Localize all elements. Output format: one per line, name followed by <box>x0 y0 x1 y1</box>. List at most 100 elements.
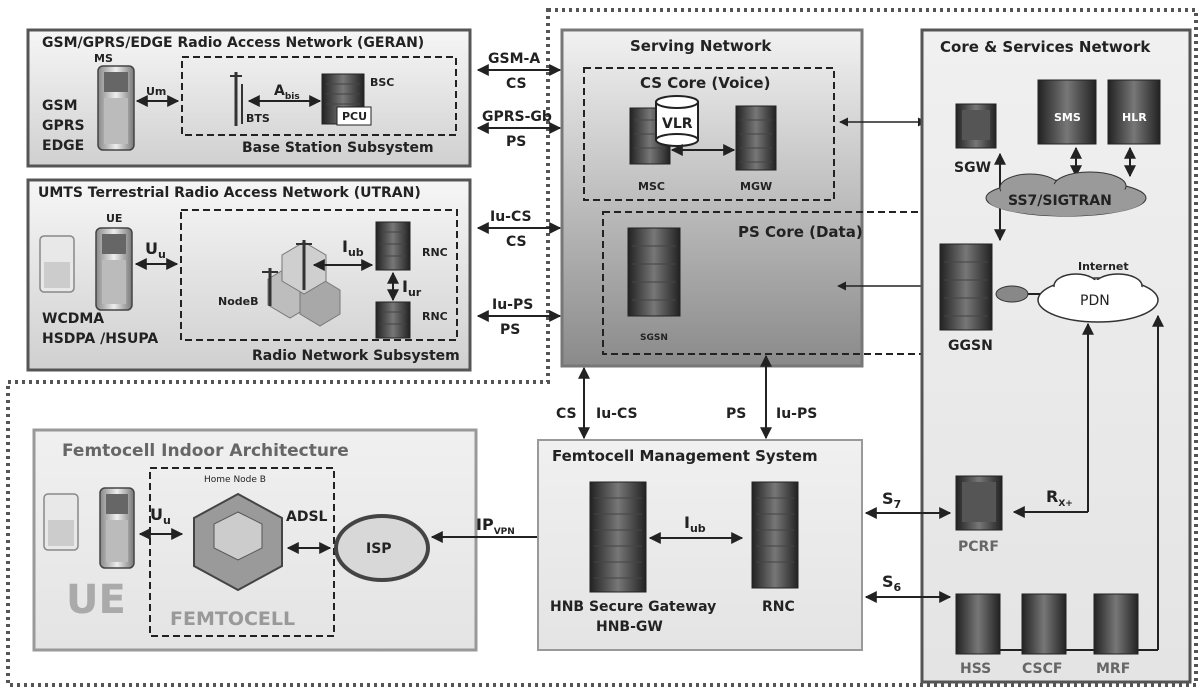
iu-ps-label: Iu-PS <box>492 297 533 313</box>
iur-sub: ur <box>408 286 422 299</box>
mrf-server-icon <box>1093 593 1139 655</box>
utran-tech-hsdpa: HSDPA /HSUPA <box>42 331 158 347</box>
hnbgw-label-2: HNB-GW <box>596 619 663 635</box>
rx-sub: X+ <box>1058 499 1072 509</box>
um-label: Um <box>146 85 166 98</box>
utran-panel: UMTS Terrestrial Radio Access Network (U… <box>26 178 472 372</box>
iub-sub: ub <box>348 246 364 259</box>
abis-sub: bis <box>285 92 300 102</box>
ue-phone-icon <box>95 227 133 311</box>
femto-phone-icon <box>99 487 135 569</box>
pcu-label: PCU <box>342 110 367 123</box>
ss7-label: SS7/SIGTRAN <box>1008 193 1112 209</box>
rnc1-label: RNC <box>422 246 448 259</box>
cscf-server-icon <box>1021 593 1067 655</box>
hlr-server-icon <box>1107 79 1161 145</box>
svg-text:S7: S7 <box>882 489 901 511</box>
rns-label: Radio Network Subsystem <box>252 348 460 364</box>
femtocell-panel: Femtocell Indoor Architecture Home Node … <box>32 428 478 652</box>
uu-sub: u <box>158 248 166 261</box>
adsl-label: ADSL <box>286 509 328 525</box>
svg-text:Abis: Abis <box>274 83 300 102</box>
sgsn-server-icon <box>627 227 681 317</box>
bsc-label: BSC <box>370 76 394 89</box>
pcrf-server-icon <box>955 475 1003 531</box>
cs-core-box <box>583 67 835 201</box>
svg-text:Iur: Iur <box>402 277 422 299</box>
sgsn-label: SGSN <box>640 333 668 343</box>
femto-flip-phone-icon <box>43 493 79 551</box>
svg-text:S6: S6 <box>882 572 902 594</box>
abis-label: A <box>274 83 285 99</box>
sms-label: SMS <box>1054 111 1081 124</box>
ip-label: IP <box>476 515 494 534</box>
hnbgw-label-1: HNB Secure Gateway <box>550 599 716 615</box>
sms-server-icon <box>1037 79 1097 145</box>
iub-label: I <box>342 237 348 256</box>
pdn-cloud-icon <box>1037 273 1159 323</box>
iu-cs2-label: Iu-CS <box>596 406 638 422</box>
femto-uu-label: U <box>150 505 163 524</box>
fms-rnc-label: RNC <box>762 599 795 615</box>
svg-text:RX+: RX+ <box>1046 487 1073 509</box>
uu-label: U <box>145 239 158 258</box>
mrf-label: MRF <box>1096 661 1130 677</box>
mgw-label: MGW <box>740 180 772 193</box>
femto-ue-label: UE <box>66 577 126 623</box>
iu-ps2-label: Iu-PS <box>776 406 817 422</box>
bss-label: Base Station Subsystem <box>242 140 434 156</box>
vlr-database-icon <box>655 95 699 147</box>
fms-rnc-server-icon <box>751 481 799 589</box>
pcu-box <box>336 106 372 126</box>
ps1-label: PS <box>506 134 526 150</box>
geran-tech-gsm: GSM <box>42 98 78 114</box>
hss-label: HSS <box>960 661 991 677</box>
serving-title: Serving Network <box>630 37 772 55</box>
rx-label: R <box>1046 487 1058 506</box>
s6-sub: 6 <box>894 581 902 594</box>
ps2-label: PS <box>500 322 520 338</box>
bts-tower-icon <box>230 72 243 126</box>
cs3-label: CS <box>556 406 577 422</box>
gprs-gb-label: GPRS-Gb <box>482 109 552 125</box>
core-services-panel: Core & Services Network SGW SMS HLR SS7/… <box>920 28 1192 684</box>
rnc1-server-icon <box>375 221 411 271</box>
svg-text:Iub: Iub <box>684 513 706 535</box>
nodeb-label: NodeB <box>218 295 258 308</box>
ss7-cloud-icon <box>985 171 1147 217</box>
s6-label: S <box>882 572 894 591</box>
internet-label: Internet <box>1078 260 1129 273</box>
fms-panel: Femtocell Management System Iub HNB Secu… <box>537 439 863 651</box>
bss-box <box>181 56 457 136</box>
svg-text:Uu: Uu <box>150 505 171 527</box>
fms-title: Femtocell Management System <box>552 447 818 465</box>
ps-core-label: PS Core (Data) <box>738 223 863 241</box>
nodeb-hex-icon <box>262 240 341 327</box>
cs-core-label: CS Core (Voice) <box>640 74 770 92</box>
svg-text:Uu: Uu <box>145 239 166 261</box>
cs1-label: CS <box>506 76 527 92</box>
cs2-label: CS <box>506 234 527 250</box>
vlr-label: VLR <box>662 116 693 132</box>
sgw-server-icon <box>955 103 997 149</box>
rns-box <box>180 209 458 341</box>
s7-label: S <box>882 489 894 508</box>
geran-title: GSM/GPRS/EDGE Radio Access Network (GERA… <box>42 35 424 51</box>
gsm-a-label: GSM-A <box>488 51 540 67</box>
geran-tech-edge: EDGE <box>42 138 84 154</box>
svg-text:IPVPN: IPVPN <box>476 515 515 537</box>
ggsn-server-icon <box>939 243 993 331</box>
hnb-box <box>149 467 335 637</box>
rnc2-label: RNC <box>422 310 448 323</box>
bts-label: BTS <box>246 112 270 125</box>
router-icon <box>995 285 1029 303</box>
femto-title: Femtocell Indoor Architecture <box>62 441 349 461</box>
isp-label: ISP <box>366 541 392 557</box>
core-title: Core & Services Network <box>940 38 1151 56</box>
fms-iub-sub: ub <box>690 522 706 535</box>
sgw-label: SGW <box>954 160 991 176</box>
pcrf-label: PCRF <box>958 539 999 555</box>
utran-title: UMTS Terrestrial Radio Access Network (U… <box>38 185 421 201</box>
hss-server-icon <box>955 593 1001 655</box>
